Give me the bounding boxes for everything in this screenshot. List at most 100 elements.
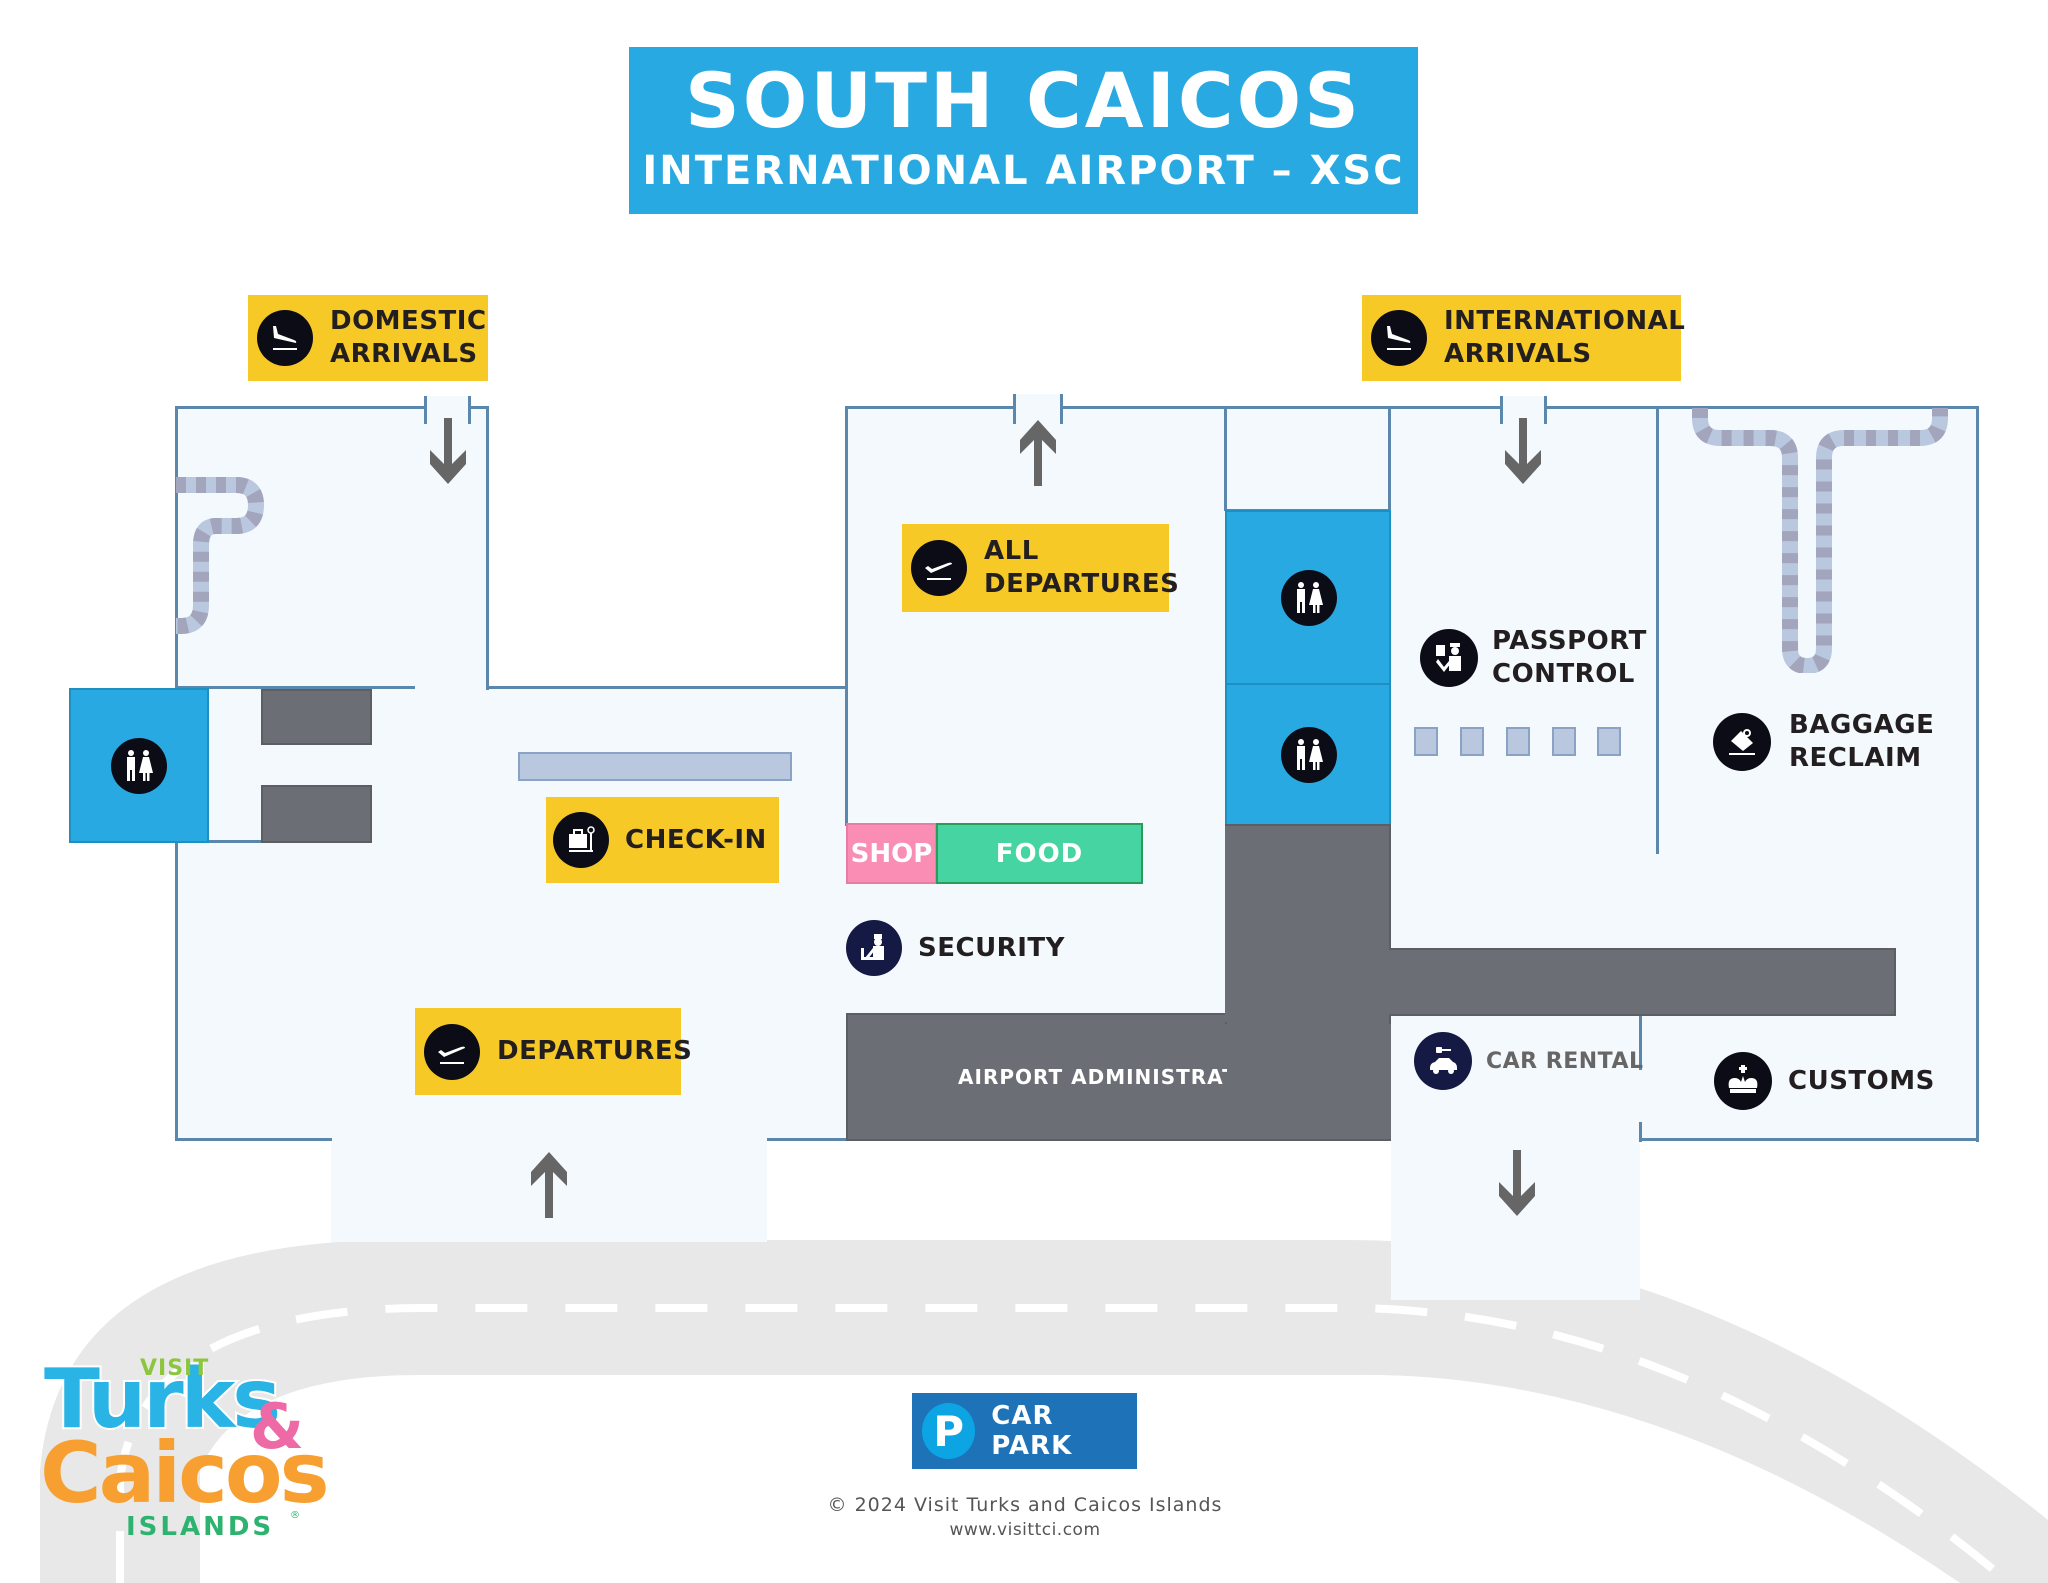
domestic-arrivals-door bbox=[425, 396, 470, 416]
page-subtitle: INTERNATIONAL AIRPORT – XSC bbox=[642, 148, 1405, 194]
check-in-sign[interactable]: CHECK-IN bbox=[546, 797, 779, 883]
plane-takeoff-icon bbox=[911, 540, 967, 596]
road-center-dashes bbox=[116, 1304, 2003, 1583]
car-rental-point[interactable]: CAR RENTAL bbox=[1414, 1032, 1644, 1090]
wall bbox=[767, 1138, 847, 1141]
passport-desk bbox=[1460, 727, 1484, 756]
airport-administration-label: AIRPORT ADMINISTRATION bbox=[958, 1065, 1281, 1089]
logo-ampersand: & bbox=[250, 1390, 305, 1463]
international-arrivals-in-arrow-icon bbox=[1505, 418, 1541, 484]
shop-area[interactable]: SHOP bbox=[846, 823, 937, 884]
wall bbox=[1224, 406, 1227, 511]
terminal-entrance-arrow-icon bbox=[531, 1152, 567, 1218]
all-departures-line1: ALL bbox=[984, 536, 1039, 566]
wall bbox=[1976, 406, 1979, 1142]
door-jamb bbox=[1544, 396, 1547, 424]
wall bbox=[175, 1138, 332, 1141]
domestic-arrivals-line1: DOMESTIC bbox=[330, 306, 487, 336]
car-rental-label: CAR RENTAL bbox=[1486, 1048, 1644, 1074]
check-in-label: CHECK-IN bbox=[625, 824, 767, 855]
wall bbox=[1656, 406, 1659, 854]
restroom-icon bbox=[1281, 570, 1337, 626]
domestic-arrivals-sign[interactable]: DOMESTIC ARRIVALS bbox=[248, 295, 488, 381]
logo-islands: ISLANDS bbox=[126, 1512, 275, 1542]
shop-label: SHOP bbox=[850, 838, 933, 869]
food-label: FOOD bbox=[995, 838, 1084, 869]
baggage-carousel-right bbox=[1692, 408, 1948, 673]
all-departures-line2: DEPARTURES bbox=[984, 569, 1180, 599]
domestic-arrivals-in-arrow-icon bbox=[430, 418, 466, 484]
passport-control-line1: PASSPORT bbox=[1492, 626, 1647, 656]
international-arrivals-sign[interactable]: INTERNATIONAL ARRIVALS bbox=[1362, 295, 1685, 381]
departures-gate-door bbox=[1015, 394, 1062, 414]
baggage-hall-lower bbox=[1895, 940, 1978, 1020]
plane-landing-icon bbox=[1371, 310, 1427, 366]
customs-label: CUSTOMS bbox=[1788, 1065, 1935, 1096]
administration-joint bbox=[1385, 950, 1393, 1014]
restroom-icon bbox=[1281, 727, 1337, 783]
customs-point[interactable]: CUSTOMS bbox=[1714, 1052, 1935, 1110]
wall bbox=[209, 840, 264, 843]
logo-caicos: Caicos bbox=[40, 1424, 330, 1522]
passport-desk bbox=[1552, 727, 1576, 756]
security-officer-icon bbox=[846, 920, 902, 976]
passport-control-point[interactable]: PASSPORT CONTROL bbox=[1420, 625, 1647, 691]
international-arrivals-line2: ARRIVALS bbox=[1444, 339, 1592, 369]
wall bbox=[486, 686, 848, 689]
wall bbox=[470, 406, 488, 409]
plane-takeoff-icon bbox=[424, 1023, 480, 1080]
domestic-arrivals-hall bbox=[176, 408, 487, 690]
door-jamb bbox=[468, 396, 471, 424]
logo-visit: VISIT bbox=[140, 1356, 210, 1381]
wall bbox=[175, 686, 415, 689]
domestic-arrivals-line2: ARRIVALS bbox=[330, 339, 478, 369]
customs-hall bbox=[1640, 1013, 1978, 1140]
parking-icon: P bbox=[922, 1403, 976, 1459]
wall bbox=[1639, 1122, 1642, 1142]
passport-desk bbox=[1597, 727, 1621, 756]
wall bbox=[1639, 1013, 1642, 1070]
car-key-icon bbox=[1414, 1032, 1472, 1090]
airport-title-banner: SOUTH CAICOS INTERNATIONAL AIRPORT – XSC bbox=[629, 47, 1418, 214]
wall bbox=[175, 406, 178, 688]
logo-registered-mark: ® bbox=[290, 1510, 300, 1521]
departures-sign[interactable]: DEPARTURES bbox=[415, 1008, 692, 1095]
departures-lounge bbox=[846, 408, 1227, 1015]
restroom-lower[interactable] bbox=[1225, 683, 1391, 826]
wall bbox=[486, 406, 489, 690]
restroom-left-corridor bbox=[209, 690, 264, 840]
terminal-exit-arrow-icon bbox=[1499, 1150, 1535, 1216]
door-jamb bbox=[1500, 396, 1503, 424]
storage-block bbox=[261, 785, 372, 843]
plane-landing-icon bbox=[257, 310, 313, 366]
wall bbox=[1062, 406, 1502, 409]
website-link[interactable]: www.visittci.com bbox=[949, 1520, 1101, 1540]
wall bbox=[175, 406, 425, 409]
restroom-icon bbox=[111, 738, 167, 794]
passport-officer-icon bbox=[1420, 629, 1478, 687]
baggage-reclaim-line1: BAGGAGE bbox=[1789, 710, 1935, 740]
wall bbox=[1639, 1138, 1979, 1141]
security-label: SECURITY bbox=[918, 932, 1065, 963]
storage-block bbox=[261, 689, 372, 745]
crown-icon bbox=[1714, 1052, 1772, 1110]
baggage-reclaim-point[interactable]: BAGGAGE RECLAIM bbox=[1713, 709, 1934, 775]
door-jamb bbox=[1060, 394, 1063, 424]
restroom-lobby bbox=[1225, 408, 1391, 511]
international-arrivals-line1: INTERNATIONAL bbox=[1444, 306, 1686, 336]
all-departures-sign[interactable]: ALL DEPARTURES bbox=[902, 524, 1179, 612]
road-surface bbox=[40, 1240, 2048, 1583]
car-park-sign[interactable]: P CAR PARK bbox=[912, 1393, 1137, 1469]
baggage-reclaim-icon bbox=[1713, 713, 1771, 771]
baggage-reclaim-line2: RECLAIM bbox=[1789, 743, 1922, 773]
food-area[interactable]: FOOD bbox=[936, 823, 1143, 884]
restroom-upper[interactable] bbox=[1225, 510, 1391, 685]
wall bbox=[175, 840, 178, 1140]
baggage-carousel-left bbox=[176, 477, 265, 634]
security-point[interactable]: SECURITY bbox=[846, 920, 1065, 976]
page-title: SOUTH CAICOS bbox=[685, 56, 1362, 145]
passport-control-line2: CONTROL bbox=[1492, 659, 1635, 689]
international-arrivals-door bbox=[1502, 396, 1546, 416]
restroom-left[interactable] bbox=[69, 688, 209, 843]
